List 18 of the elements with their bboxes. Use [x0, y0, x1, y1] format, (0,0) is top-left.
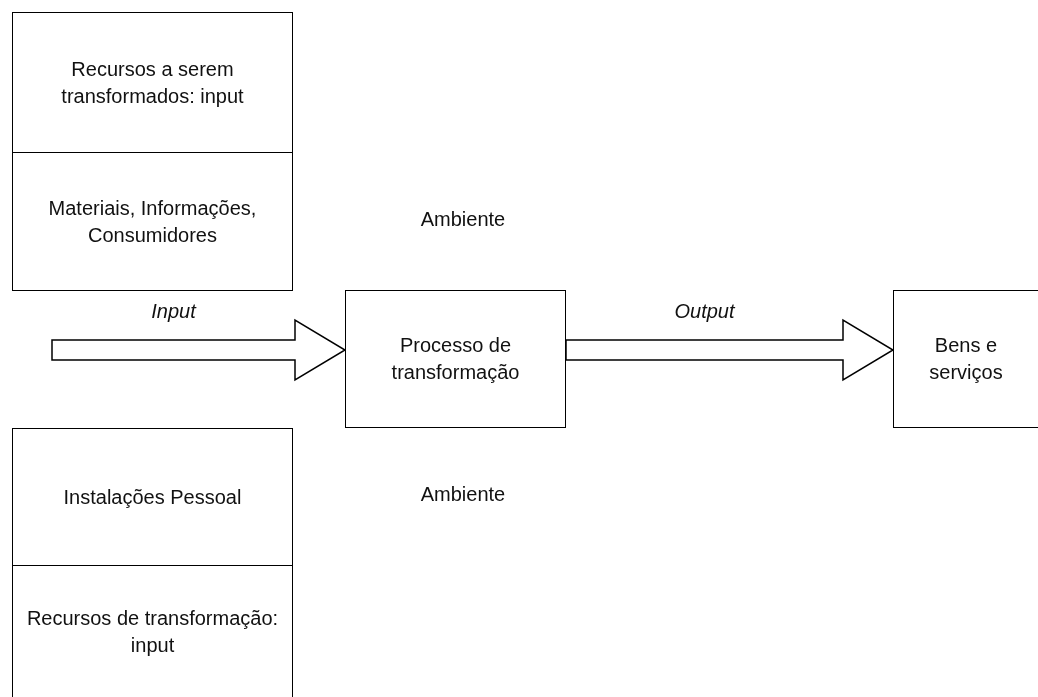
- edge-label: Input: [151, 300, 196, 323]
- process-box: [12, 428, 293, 566]
- block-arrow: [565, 318, 895, 382]
- box-text: Processo de transformação: [390, 333, 521, 385]
- process-box: [12, 12, 293, 153]
- process-box: [12, 565, 293, 697]
- environment-label: Ambiente: [420, 208, 506, 231]
- process-box: [345, 290, 566, 428]
- edge-label: Output: [674, 300, 735, 323]
- process-box: [893, 290, 1038, 428]
- box-text: Bens e serviços: [928, 333, 1004, 385]
- block-arrow: [51, 318, 347, 382]
- box-text: Recursos a serem transformados: input: [60, 56, 245, 109]
- process-box: [12, 152, 293, 291]
- environment-label: Ambiente: [420, 483, 506, 506]
- box-text: Materiais, Informações, Consumidores: [47, 195, 258, 248]
- box-text: Instalações Pessoal: [62, 484, 243, 510]
- box-text: Recursos de transformação: input: [25, 605, 280, 658]
